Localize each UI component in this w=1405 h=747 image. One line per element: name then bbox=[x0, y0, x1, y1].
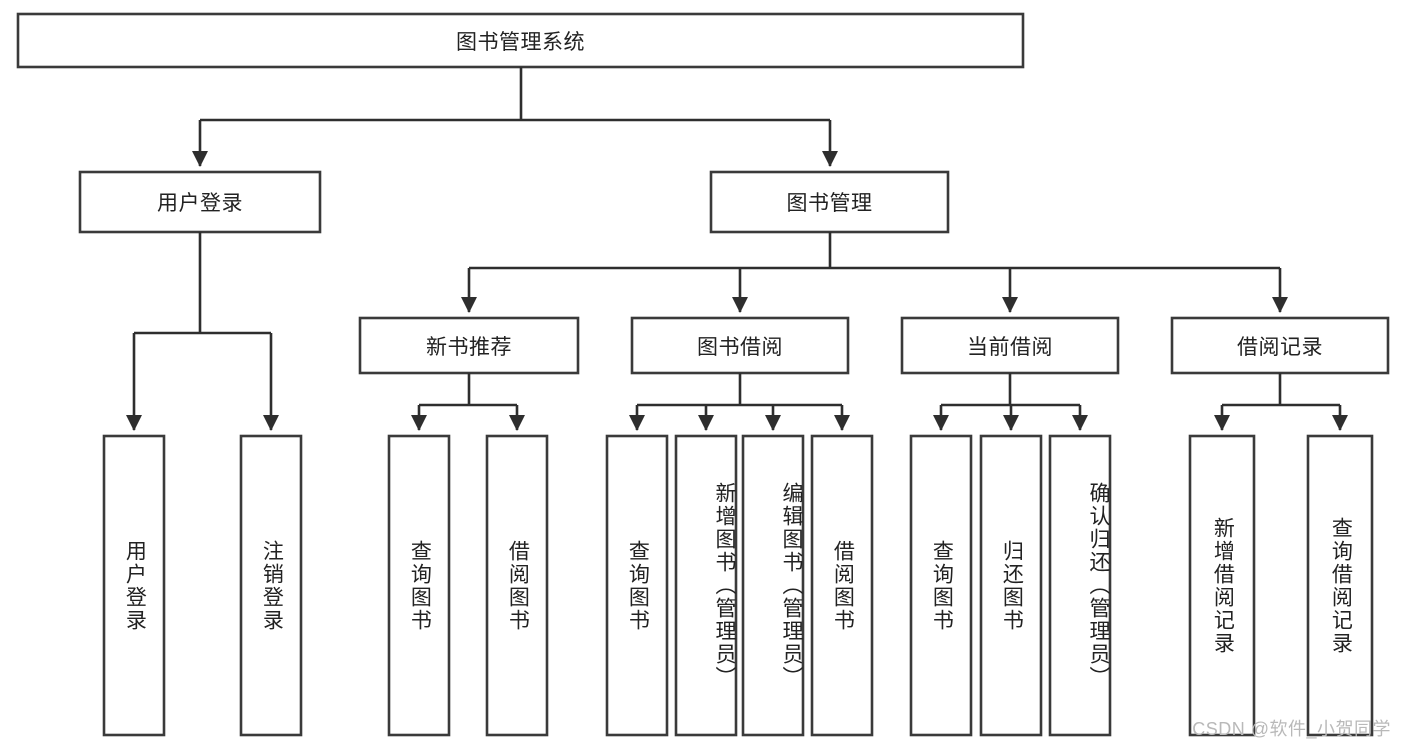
node-box-leaf[interactable] bbox=[485, 434, 549, 737]
node-box-leaf[interactable] bbox=[1306, 434, 1374, 737]
node-box-root[interactable] bbox=[16, 12, 1025, 69]
watermark-text: CSDN @软件_小贺同学 bbox=[1192, 719, 1391, 739]
node-box-book-borrow[interactable] bbox=[630, 316, 850, 375]
node-box-borrow-record[interactable] bbox=[1170, 316, 1390, 375]
node-box-leaf[interactable] bbox=[605, 434, 669, 737]
node-box-leaf[interactable] bbox=[1048, 434, 1112, 737]
node-box-user-login[interactable] bbox=[78, 170, 322, 234]
node-box-leaf[interactable] bbox=[979, 434, 1043, 737]
node-box-leaf[interactable] bbox=[1188, 434, 1256, 737]
node-box-leaf[interactable] bbox=[387, 434, 451, 737]
node-box-new-book-recommend[interactable] bbox=[358, 316, 580, 375]
node-box-current-borrow[interactable] bbox=[900, 316, 1120, 375]
node-box-leaf[interactable] bbox=[810, 434, 874, 737]
node-box-leaf[interactable] bbox=[102, 434, 166, 737]
node-box-book-management[interactable] bbox=[709, 170, 950, 234]
node-box-leaf[interactable] bbox=[909, 434, 973, 737]
node-box-leaf[interactable] bbox=[239, 434, 303, 737]
node-box-leaf[interactable] bbox=[741, 434, 805, 737]
node-box-leaf[interactable] bbox=[674, 434, 738, 737]
